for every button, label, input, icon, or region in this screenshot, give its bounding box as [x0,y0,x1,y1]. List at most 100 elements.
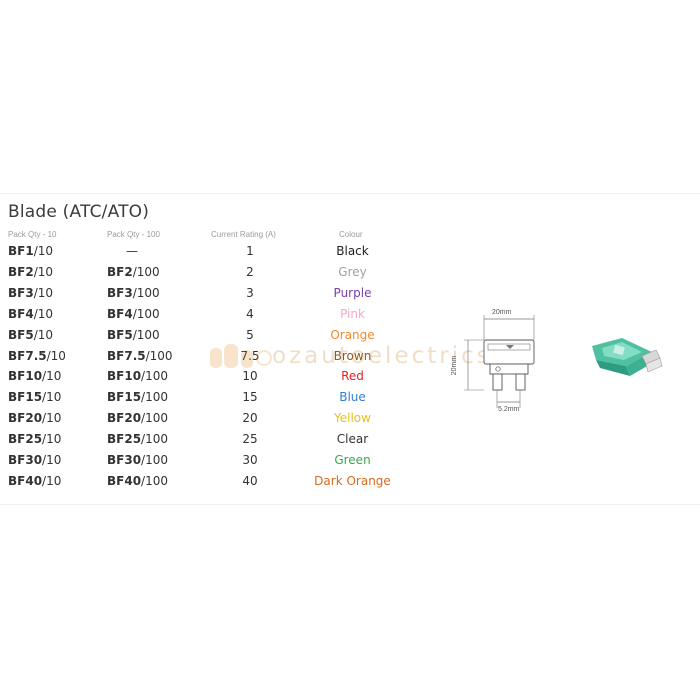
part-code-suffix: /100 [145,348,173,363]
pack-qty-100-code: BF25/100 [107,429,168,450]
colour-name: Red [341,369,364,384]
part-code-suffix: /10 [42,473,62,488]
current-rating: 3 [246,285,254,300]
current-rating: 4 [246,306,254,321]
part-code-prefix: BF40 [8,473,43,488]
current-rating: 7.5 [220,346,280,367]
header-pack-qty-100: Pack Qty - 100 [107,230,160,239]
part-code-prefix: BF5 [8,327,34,342]
pack-qty-100-code: BF7.5/100 [107,346,173,367]
colour-name: Dark Orange [314,473,391,488]
fuse-dimension-diagram: 20mm 20mm 5.2mm [448,302,568,422]
part-code-prefix: BF40 [107,473,142,488]
part-code-prefix: BF15 [8,390,43,405]
part-code-suffix: /10 [33,306,54,321]
pack-qty-100-code: BF15/100 [107,387,168,408]
part-code-suffix: /10 [42,432,62,447]
part-code-suffix: /100 [132,306,160,321]
part-code-suffix: /100 [141,453,168,467]
part-code-prefix: BF25 [8,432,43,447]
pack-qty-10-code: BF3/10 [8,283,53,304]
part-code-suffix: /100 [141,432,168,447]
part-code-prefix: BF2 [8,264,34,279]
part-code-suffix: /10 [42,453,62,467]
product-panel [0,193,700,505]
part-code-suffix: — [126,244,138,258]
part-code-prefix: BF3 [8,285,34,300]
colour-name: Grey [338,264,367,279]
pack-qty-100-code: — [126,241,138,262]
colour-name: Brown [333,348,372,363]
part-code-suffix: /100 [132,285,160,300]
current-rating: 25 [242,432,258,447]
part-code-prefix: BF25 [107,432,142,447]
part-code-suffix: /100 [141,369,168,384]
part-code-suffix: /10 [42,390,62,405]
pack-qty-10-code: BF4/10 [8,304,53,325]
current-rating: 40 [242,473,258,488]
watermark-logo-icon [210,344,272,368]
part-code-suffix: /10 [42,411,62,426]
part-code-prefix: BF15 [107,390,142,405]
part-code-suffix: /10 [33,285,54,300]
pack-qty-10-code: BF40/10 [8,471,61,492]
current-rating: 2 [246,264,254,279]
watermark-text: ozautoelectrics [272,343,492,369]
current-rating: 30 [242,453,258,467]
fuse-outline-icon [464,315,535,408]
section-title: Blade (ATC/ATO) [8,202,150,222]
part-code-suffix: /100 [141,473,168,488]
pack-qty-100-code: BF30/100 [107,450,168,471]
height-dimension-label: 20mm [451,355,459,376]
part-code-prefix: BF3 [107,285,133,300]
part-code-suffix: /100 [141,411,168,426]
pack-qty-100-code: BF4/100 [107,304,160,325]
pack-qty-10-code: BF25/10 [8,429,61,450]
part-code-suffix: /100 [132,264,160,279]
part-code-suffix: /10 [33,264,54,279]
pack-qty-100-code: BF40/100 [107,471,168,492]
colour-name: Orange [330,327,375,342]
part-code-suffix: /100 [141,390,168,405]
part-code-prefix: BF7.5 [8,348,47,363]
pack-qty-10-code: BF1/10 [8,241,53,262]
pack-qty-10-code: BF10/10 [8,366,61,387]
part-code-suffix: /10 [42,369,62,384]
pack-qty-100-code: BF20/100 [107,408,168,429]
pitch-dimension-label: 5.2mm [498,406,520,413]
current-rating: 20 [242,411,258,426]
part-code-prefix: BF2 [107,264,133,279]
pack-qty-10-code: BF30/10 [8,450,61,471]
part-code-suffix: /10 [46,348,66,363]
width-dimension-label: 20mm [492,309,512,316]
part-code-prefix: BF10 [8,369,43,384]
current-rating: 5 [246,327,254,342]
part-code-prefix: BF1 [8,244,34,258]
current-rating: 15 [242,390,258,405]
colour-name: Purple [333,285,372,300]
part-code-suffix: /100 [132,327,160,342]
pack-qty-10-code: BF7.5/10 [8,346,66,367]
current-rating: 10 [242,369,258,384]
colour-name: Clear [336,432,369,447]
pack-qty-10-code: BF20/10 [8,408,61,429]
part-code-prefix: BF10 [107,369,142,384]
part-code-prefix: BF30 [107,453,142,467]
pack-qty-100-code: BF2/100 [107,262,160,283]
part-code-prefix: BF4 [8,306,34,321]
header-current-rating: Current Rating (A) [211,230,276,239]
colour-name: Black [336,244,369,258]
